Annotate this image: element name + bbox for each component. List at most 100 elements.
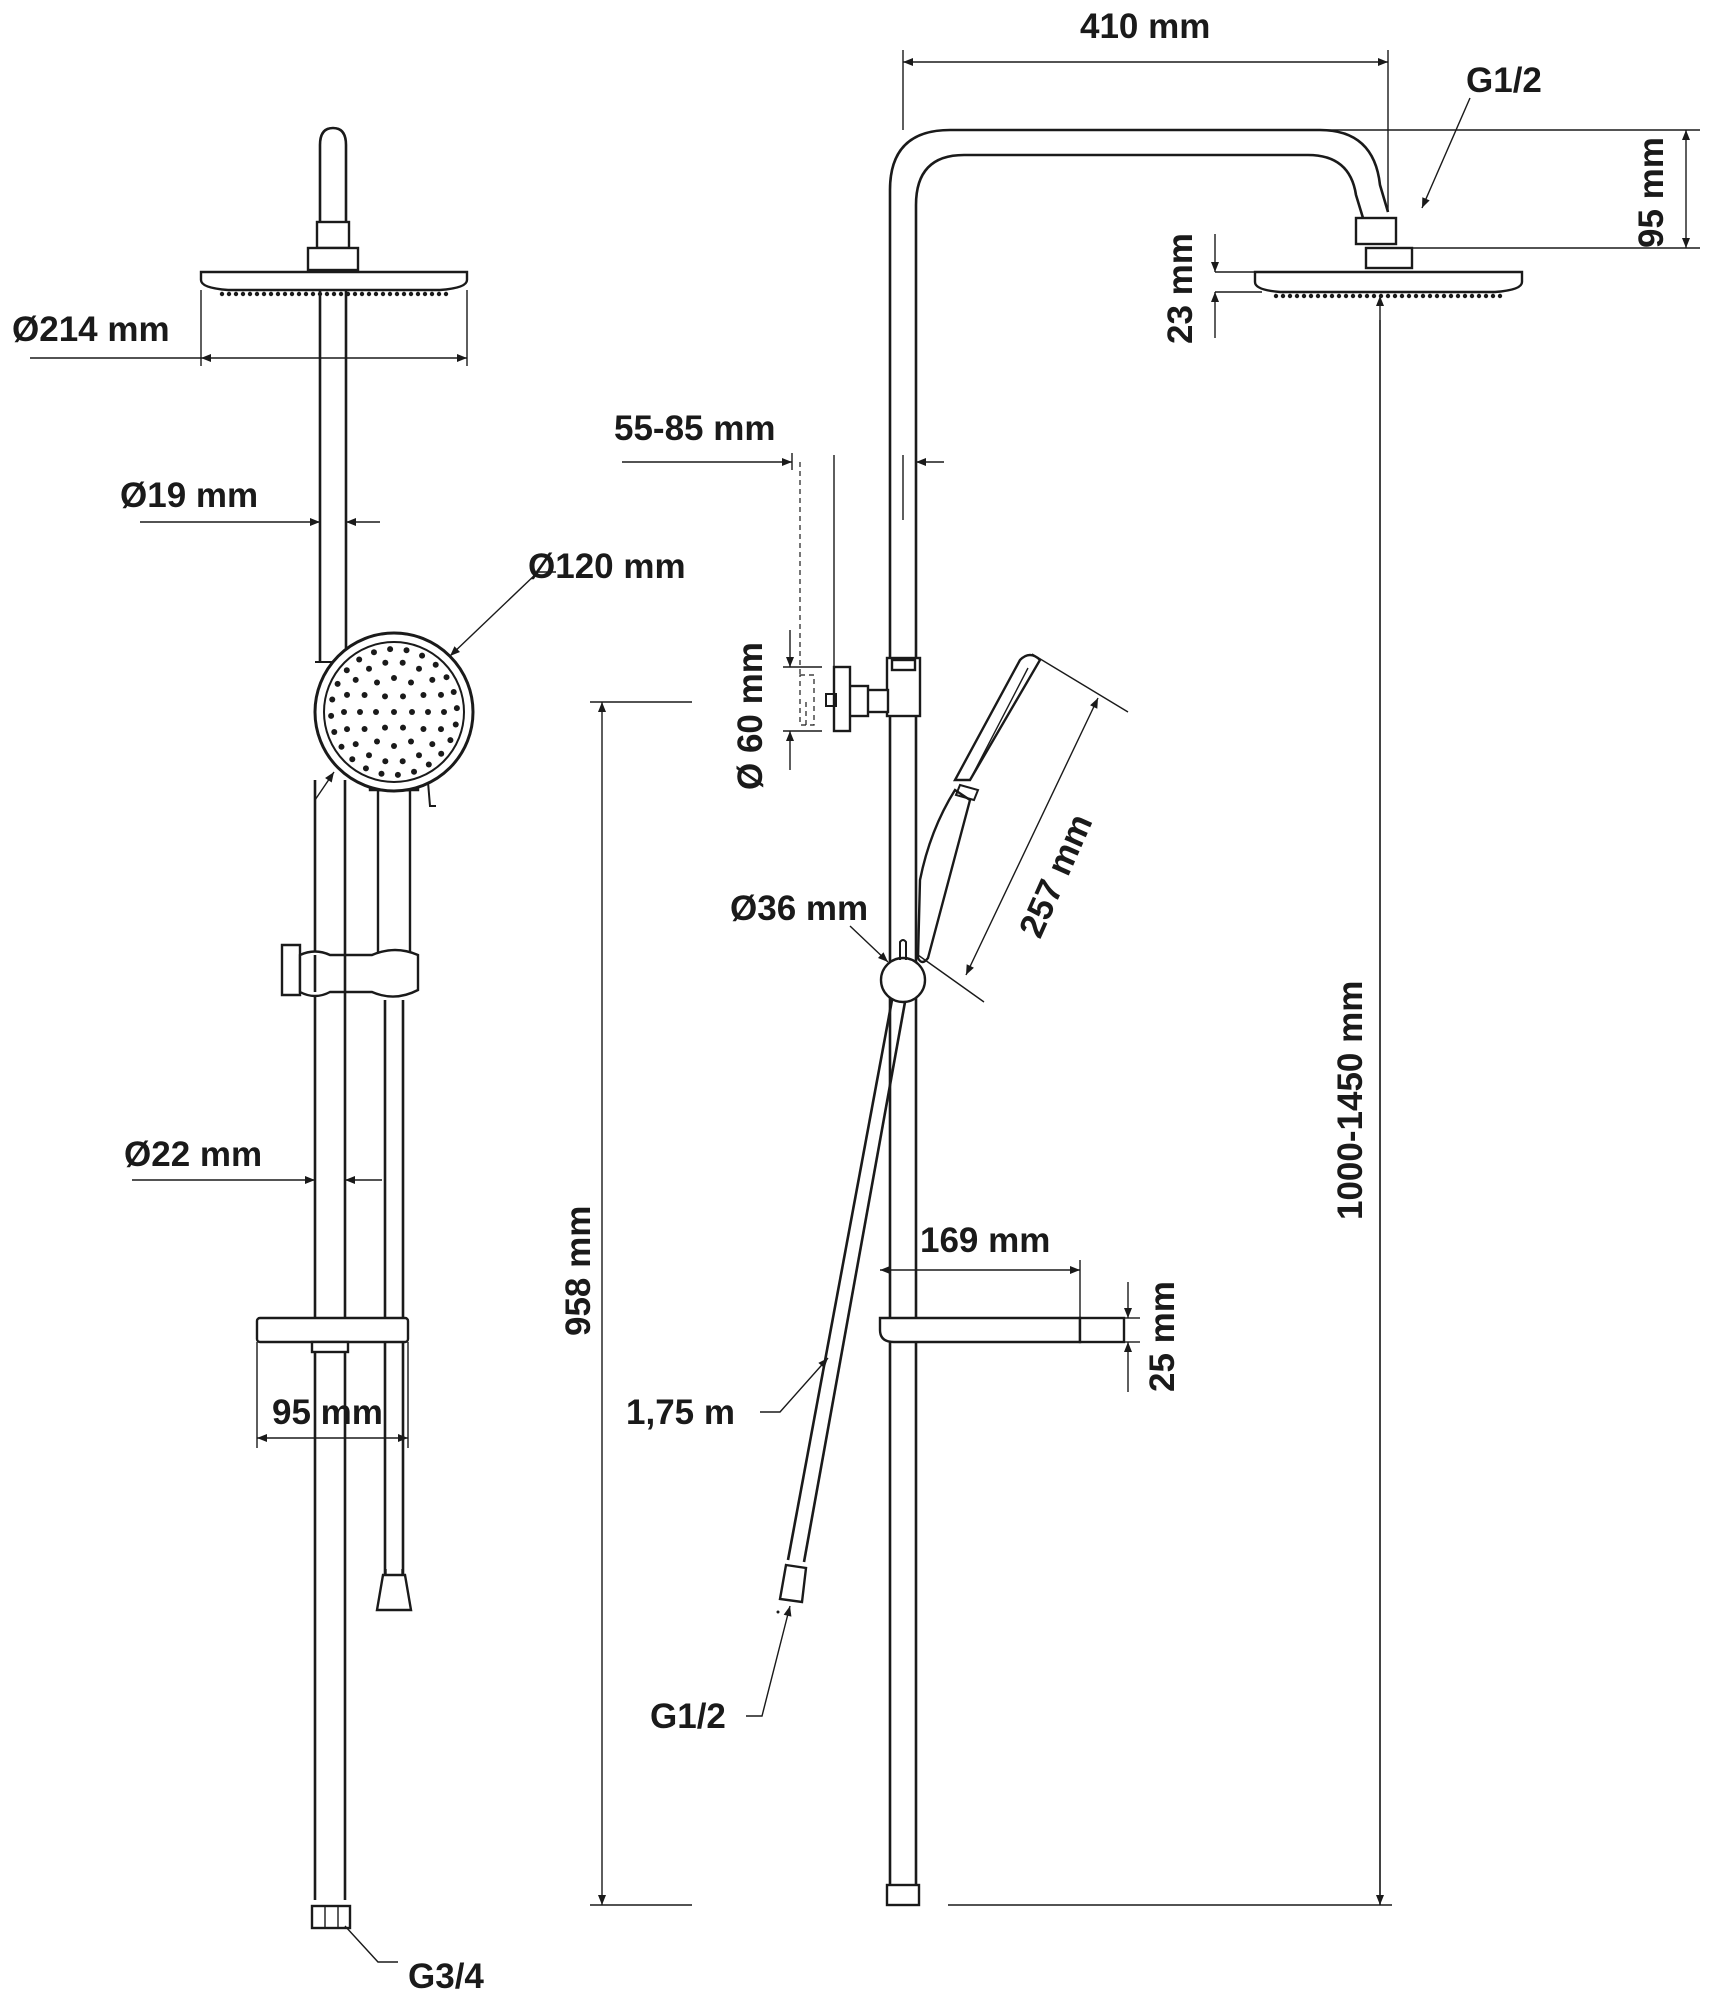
side-hose-nut xyxy=(778,1563,808,1604)
side-handshower-body xyxy=(916,788,972,964)
nozzle-dot xyxy=(416,665,422,672)
nozzle-dot xyxy=(1420,293,1426,299)
nozzle-dot xyxy=(1483,293,1489,299)
nozzle-dot xyxy=(1434,293,1440,299)
nozzle-dot xyxy=(361,726,368,732)
nozzle-dot xyxy=(352,291,358,297)
front-handshower-lever xyxy=(427,781,436,807)
nozzle-dot xyxy=(411,768,418,775)
nozzle-dot xyxy=(438,750,445,757)
nozzle-dot xyxy=(425,709,431,715)
label-hose-length: 1,75 m xyxy=(626,1393,735,1432)
nozzle-dot xyxy=(387,646,394,653)
nozzle-dot xyxy=(303,291,309,297)
nozzle-dot xyxy=(1294,293,1300,299)
nozzle-dot xyxy=(1301,293,1307,299)
side-shelf-end xyxy=(1078,1316,1126,1344)
front-soap-shelf xyxy=(255,1316,410,1344)
front-slider-bracket xyxy=(280,943,302,997)
side-mixer xyxy=(879,956,927,1004)
side-arm-nut xyxy=(1354,216,1398,246)
front-swivel-nut xyxy=(315,220,351,250)
label-upper-pipe-diameter: Ø19 mm xyxy=(120,476,258,515)
nozzle-dot xyxy=(359,291,365,297)
nozzle-dot xyxy=(1455,293,1461,299)
front-head-connector xyxy=(306,246,360,272)
nozzle-dot xyxy=(1462,293,1468,299)
nozzle-dot xyxy=(415,291,421,297)
label-hose-thread: G1/2 xyxy=(650,1697,726,1736)
side-arm-inner xyxy=(914,153,1365,650)
front-shelf-clamp xyxy=(310,1340,350,1354)
nozzle-dot xyxy=(338,743,345,750)
nozzle-dot xyxy=(1399,293,1405,299)
nozzle-dot xyxy=(408,291,414,297)
label-mixer-diameter: Ø36 mm xyxy=(730,889,868,928)
nozzle-dot xyxy=(275,291,281,297)
nozzle-dot xyxy=(419,652,426,659)
nozzle-dot xyxy=(409,709,415,715)
nozzle-dot xyxy=(429,676,436,683)
nozzle-dot xyxy=(296,291,302,297)
nozzle-dot xyxy=(380,291,386,297)
nozzle-dot xyxy=(1441,293,1447,299)
nozzle-dot xyxy=(338,291,344,297)
side-arm-outer xyxy=(888,128,1390,650)
nozzle-dot xyxy=(420,692,427,698)
nozzle-dot xyxy=(1287,293,1293,299)
nozzle-dot xyxy=(366,752,372,759)
nozzle-dot xyxy=(268,291,274,297)
label-head-diameter: Ø214 mm xyxy=(12,310,170,349)
nozzle-dot xyxy=(1406,293,1412,299)
nozzle-dot xyxy=(408,738,414,745)
side-head-connector xyxy=(1364,246,1414,270)
nozzle-dot xyxy=(362,765,369,772)
front-rain-head-nozzles xyxy=(219,291,449,297)
nozzle-dot xyxy=(1357,293,1363,299)
nozzle-dot xyxy=(394,771,401,778)
label-wall-offset: 55-85 mm xyxy=(614,409,775,448)
nozzle-dot xyxy=(343,667,350,674)
nozzle-dot xyxy=(437,691,444,698)
side-bracket-arm xyxy=(864,688,890,714)
nozzle-dot xyxy=(247,291,253,297)
nozzle-dot xyxy=(1385,293,1391,299)
nozzle-dot xyxy=(357,709,363,715)
nozzle-dot xyxy=(356,656,363,663)
nozzle-dot xyxy=(1280,293,1286,299)
nozzle-dot xyxy=(349,756,356,763)
nozzle-dot xyxy=(344,691,351,698)
side-riser-bottom xyxy=(885,1883,921,1907)
nozzle-dot xyxy=(437,726,444,733)
front-inlet-nut xyxy=(310,1904,352,1930)
nozzle-dot xyxy=(420,726,427,732)
nozzle-dot xyxy=(382,659,389,666)
nozzle-dot xyxy=(443,674,450,681)
nozzle-dot xyxy=(226,291,232,297)
side-bracket-cap xyxy=(890,658,917,672)
label-lower-pipe-diameter: Ø22 mm xyxy=(124,1135,262,1174)
nozzle-dot xyxy=(399,758,406,765)
nozzle-dot xyxy=(261,291,267,297)
nozzle-dot xyxy=(361,692,368,698)
nozzle-dot xyxy=(422,291,428,297)
nozzle-dot xyxy=(1308,293,1314,299)
label-bracket-diameter: Ø 60 mm xyxy=(731,642,770,790)
nozzle-dot xyxy=(219,291,225,297)
nozzle-dot xyxy=(370,649,377,656)
nozzle-dot xyxy=(240,291,246,297)
nozzle-dot xyxy=(1329,293,1335,299)
nozzle-dot xyxy=(394,291,400,297)
nozzle-dot xyxy=(352,676,359,683)
nozzle-dot xyxy=(400,693,406,700)
nozzle-dot xyxy=(310,291,316,297)
nozzle-dot xyxy=(331,729,338,736)
nozzle-dot xyxy=(447,737,454,744)
nozzle-dot xyxy=(1322,293,1328,299)
nozzle-dot xyxy=(352,741,359,748)
nozzle-dot xyxy=(329,696,336,703)
side-view: 410 mm G1/2 95 mm 23 mm 55-85 mm Ø 60 mm… xyxy=(559,7,1700,1907)
nozzle-dot xyxy=(1392,293,1398,299)
label-shelf-width: 95 mm xyxy=(272,1393,383,1432)
nozzle-dot xyxy=(450,688,457,695)
